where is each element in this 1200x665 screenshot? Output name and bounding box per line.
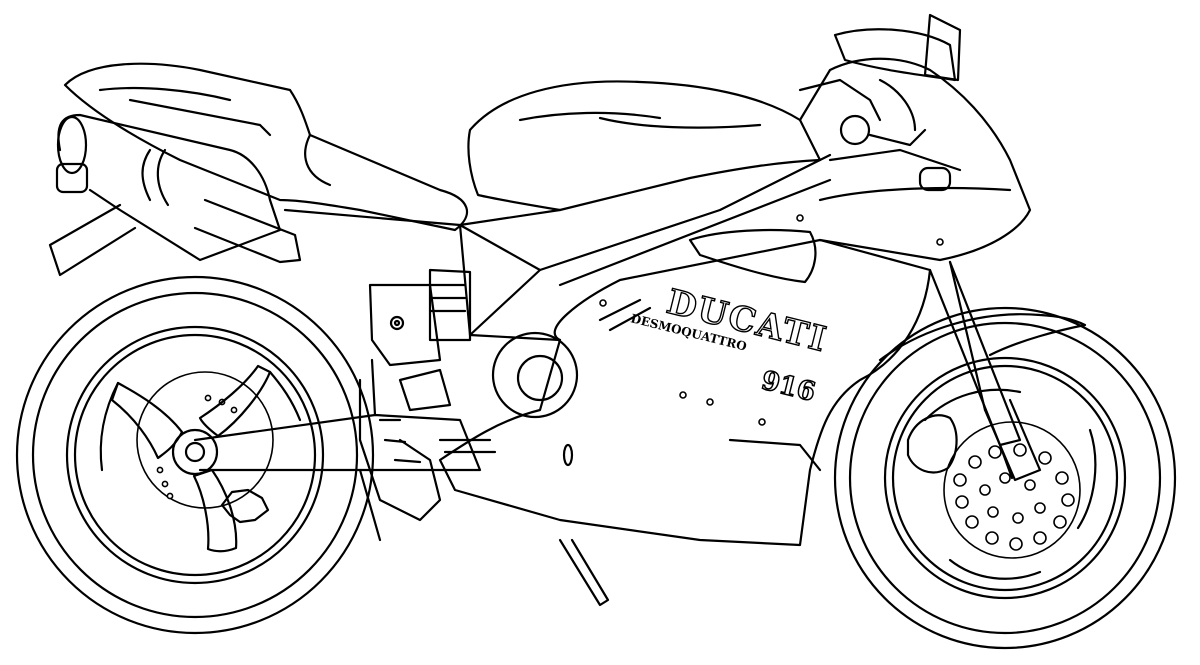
rear-wheel-spokes: [99, 364, 302, 553]
rear-caliper: [220, 488, 270, 524]
brand-text: DUCATI: [663, 282, 832, 360]
front-wheel: [833, 306, 1177, 650]
fuel-tank: [467, 80, 822, 212]
model-text: 916: [758, 366, 818, 408]
engine: [358, 268, 579, 522]
front-brake-disc: [943, 421, 1081, 559]
front-caliper: [906, 414, 958, 474]
swingarm: [193, 358, 482, 542]
rear-wheel: [15, 275, 375, 635]
front-nose: [798, 57, 1032, 262]
fairing: [438, 214, 944, 547]
seat-tail: [63, 62, 468, 232]
rear-brake-disc: [136, 371, 274, 509]
handlebars: [798, 78, 952, 192]
trellis-frame: [283, 153, 832, 342]
front-fork: [928, 260, 1042, 482]
rear-hub: [171, 428, 219, 476]
exhaust: [48, 113, 302, 277]
side-stand: [558, 538, 610, 607]
mirror: [833, 13, 962, 82]
front-fender: [878, 313, 1087, 362]
